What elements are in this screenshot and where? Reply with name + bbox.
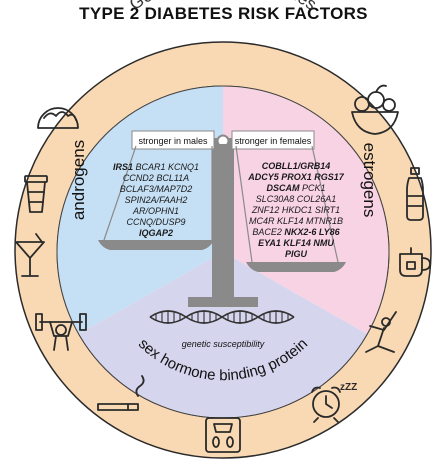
gene-name: ZNF12 HKDC1 SIRT1	[251, 205, 340, 215]
gene-name: AR/OPHN1	[132, 206, 179, 216]
gene-line: EYA1 KLF14 NMU	[258, 238, 334, 248]
gene-line: ADCY5 PROX1 RGS17	[247, 172, 345, 182]
gene-line: COBLL1/GRB14	[262, 161, 331, 171]
left-pan	[98, 240, 214, 250]
weightlifter-icon	[35, 313, 87, 351]
gene-name: ADCY5 PROX1 RGS17	[247, 172, 345, 182]
gene-line: MC4R KLF14 MTNR1B	[249, 216, 343, 226]
gene-name: NKX2-6 LY86	[284, 227, 340, 237]
gene-line: IRS1 BCAR1 KCNQ1	[113, 162, 199, 172]
scale-right-label-box	[231, 130, 315, 150]
taco-icon	[37, 107, 79, 129]
coffee-cup-icon	[24, 175, 48, 213]
gene-line: SLC30A8 COL26A1	[256, 194, 337, 204]
fruit-bowl-icon	[351, 84, 399, 135]
gene-line: BCLAF3/MAP7D2	[120, 184, 193, 194]
alarm-clock-sleep-icon	[311, 386, 341, 423]
gene-name: BACE2	[252, 227, 284, 237]
gene-name: DSCAM	[266, 183, 300, 193]
gene-line: PIGU	[285, 249, 308, 259]
gene-name: CCND2 BCL11A	[123, 173, 189, 183]
scale-left-label: stronger in males	[138, 136, 208, 146]
gene-line: CCNQ/DUSP9	[126, 217, 185, 227]
gene-line: DSCAM PCK1	[266, 183, 325, 193]
diagram-title: TYPE 2 DIABETES RISK FACTORS	[79, 4, 368, 23]
sleep-zzz-icon: zZZ	[340, 382, 357, 393]
water-bottle-icon	[406, 167, 424, 221]
gene-name: IRS1	[113, 162, 133, 172]
gene-name: IQGAP2	[139, 228, 173, 238]
gene-name: PCK1	[299, 183, 325, 193]
gene-name: MC4R KLF14 MTNR1B	[249, 216, 343, 226]
gene-name: PIGU	[285, 249, 308, 259]
gene-name: BCLAF3/MAP7D2	[120, 184, 193, 194]
gene-name: SPIN2A/FAAH2	[125, 195, 188, 205]
gene-line: ZNF12 HKDC1 SIRT1	[251, 205, 340, 215]
androgens-label: androgens	[69, 140, 88, 220]
tea-cup-icon	[399, 247, 431, 277]
balance-scale: stronger in males stronger in females	[98, 130, 346, 307]
gene-name: SLC30A8 COL26A1	[256, 194, 337, 204]
gene-name: EYA1 KLF14 NMU	[258, 238, 334, 248]
cocktail-icon	[15, 233, 45, 277]
scale-right-label: stronger in females	[235, 136, 312, 146]
gene-line: CCND2 BCL11A	[123, 173, 189, 183]
bottom-sector	[79, 252, 367, 418]
gene-name: COBLL1/GRB14	[262, 161, 331, 171]
gene-line: BACE2 NKX2-6 LY86	[252, 227, 340, 237]
scale-left-label-box	[131, 130, 215, 150]
genetic-susceptibility-label: genetic susceptibility	[182, 339, 265, 349]
gene-name: BCAR1 KCNQ1	[133, 162, 199, 172]
weight-scale-icon	[205, 417, 241, 453]
dna-icon	[149, 310, 295, 324]
cigarette-icon	[97, 375, 145, 411]
gene-name: CCNQ/DUSP9	[126, 217, 185, 227]
yoga-icon	[365, 311, 397, 353]
gene-line: IQGAP2	[139, 228, 173, 238]
estrogens-label: estrogens	[360, 143, 379, 218]
gene-line: AR/OPHN1	[132, 206, 179, 216]
outer-ring-label: Gender-specific lifestyles	[126, 0, 320, 14]
right-pan	[246, 262, 346, 272]
gene-line: SPIN2A/FAAH2	[125, 195, 188, 205]
